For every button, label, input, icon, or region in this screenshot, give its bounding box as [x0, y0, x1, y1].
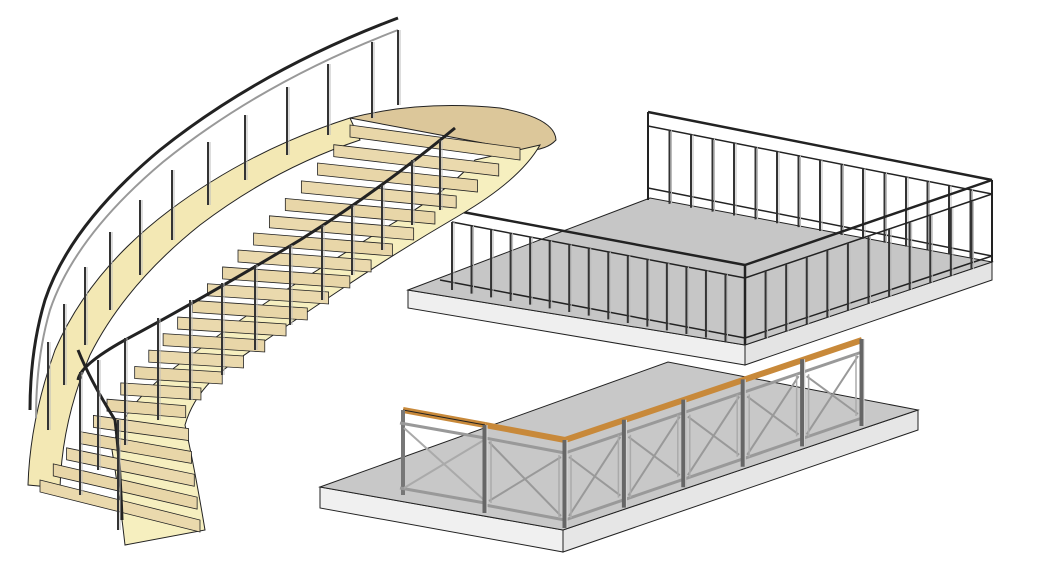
stair-tread [300, 180, 457, 209]
lower-cross-panels [482, 339, 865, 528]
panel-brace [627, 416, 681, 497]
stair-tread [120, 382, 202, 401]
outer-balusters [47, 30, 401, 430]
stair-tread [177, 316, 287, 337]
panel-brace [568, 436, 622, 517]
lower-front-railing [484, 337, 863, 522]
stair-tread [148, 349, 244, 369]
stair-tread [284, 198, 436, 225]
outer-handrail [28, 16, 399, 419]
upper-platform [406, 110, 994, 366]
panel-brace [488, 456, 562, 502]
lower-platform [318, 337, 920, 553]
stair-tread [268, 215, 415, 241]
inner-balusters [79, 140, 443, 530]
curved-stair [27, 16, 557, 546]
stair-tread [134, 366, 223, 385]
stair-tread [317, 162, 478, 193]
panel-brace [686, 395, 741, 476]
lower-left-railing [399, 407, 486, 505]
upper-front-balusters [451, 222, 728, 342]
panel-brace [805, 355, 859, 435]
stair-tread [206, 283, 329, 305]
stair-tread [162, 333, 266, 353]
panel-brace [746, 375, 800, 456]
inner-handrail [76, 126, 456, 521]
upper-right-balusters [764, 201, 974, 339]
stair-tread [52, 463, 198, 510]
